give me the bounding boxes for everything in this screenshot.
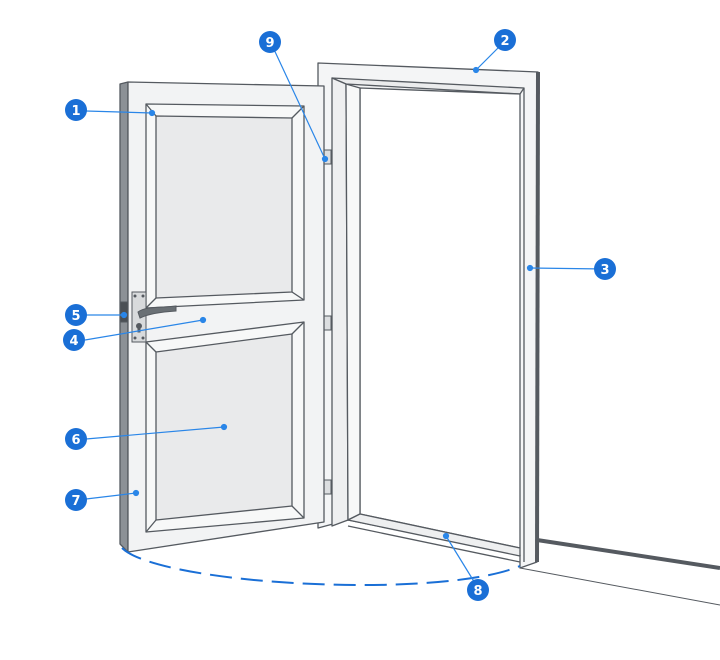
callout-2-number: 2 bbox=[500, 34, 509, 49]
floor-line-right bbox=[519, 567, 720, 606]
callout-6-number: 6 bbox=[71, 433, 80, 448]
upper-panel-bevel bbox=[291, 105, 305, 119]
upper-panel-bevel bbox=[291, 291, 305, 301]
casing-right-shadow bbox=[535, 71, 540, 563]
callout-1: 1 bbox=[65, 99, 87, 121]
callout-8: 8 bbox=[467, 579, 489, 601]
frame-opening bbox=[359, 87, 521, 549]
upper-panel-bevel bbox=[145, 297, 157, 309]
hinge-jamb-inner bbox=[345, 83, 361, 521]
wall-base-edge bbox=[536, 538, 720, 570]
callout-8-number: 8 bbox=[473, 584, 482, 599]
callout-6: 6 bbox=[65, 428, 87, 450]
lower-panel-bevel bbox=[145, 341, 157, 353]
callout-9-number: 9 bbox=[265, 36, 274, 51]
threshold-edge bbox=[347, 525, 521, 563]
callout-3: 3 bbox=[594, 258, 616, 280]
callout-3-number: 3 bbox=[600, 263, 609, 278]
door-swing-arc bbox=[121, 547, 521, 587]
hinge-bottom bbox=[323, 479, 332, 495]
callout-7: 7 bbox=[65, 489, 87, 511]
leader-lines bbox=[84, 40, 606, 589]
callout-4-number: 4 bbox=[69, 334, 78, 349]
callout-1-number: 1 bbox=[71, 104, 80, 119]
hinge-jamb bbox=[331, 77, 349, 527]
callout-4: 4 bbox=[63, 329, 85, 351]
floor-and-wall bbox=[519, 538, 720, 606]
callout-5-number: 5 bbox=[71, 309, 80, 324]
lower-panel-bevel bbox=[145, 519, 157, 533]
callout-5: 5 bbox=[65, 304, 87, 326]
callout-2: 2 bbox=[494, 29, 516, 51]
lever-handle bbox=[137, 305, 177, 319]
threshold bbox=[347, 513, 521, 557]
lower-panel-bevel bbox=[291, 321, 305, 335]
lower-panel-bevel bbox=[291, 505, 305, 519]
hinge-middle bbox=[323, 315, 332, 331]
callout-badges: 1 2 3 4 5 6 7 8 bbox=[63, 29, 616, 601]
callout-9: 9 bbox=[259, 31, 281, 53]
upper-panel-inner bbox=[155, 115, 293, 299]
door-leaf bbox=[119, 81, 325, 553]
callout-7-number: 7 bbox=[71, 494, 80, 509]
door-frame bbox=[317, 62, 540, 569]
handle-backplate bbox=[131, 291, 147, 343]
door-handle-set bbox=[119, 291, 177, 343]
